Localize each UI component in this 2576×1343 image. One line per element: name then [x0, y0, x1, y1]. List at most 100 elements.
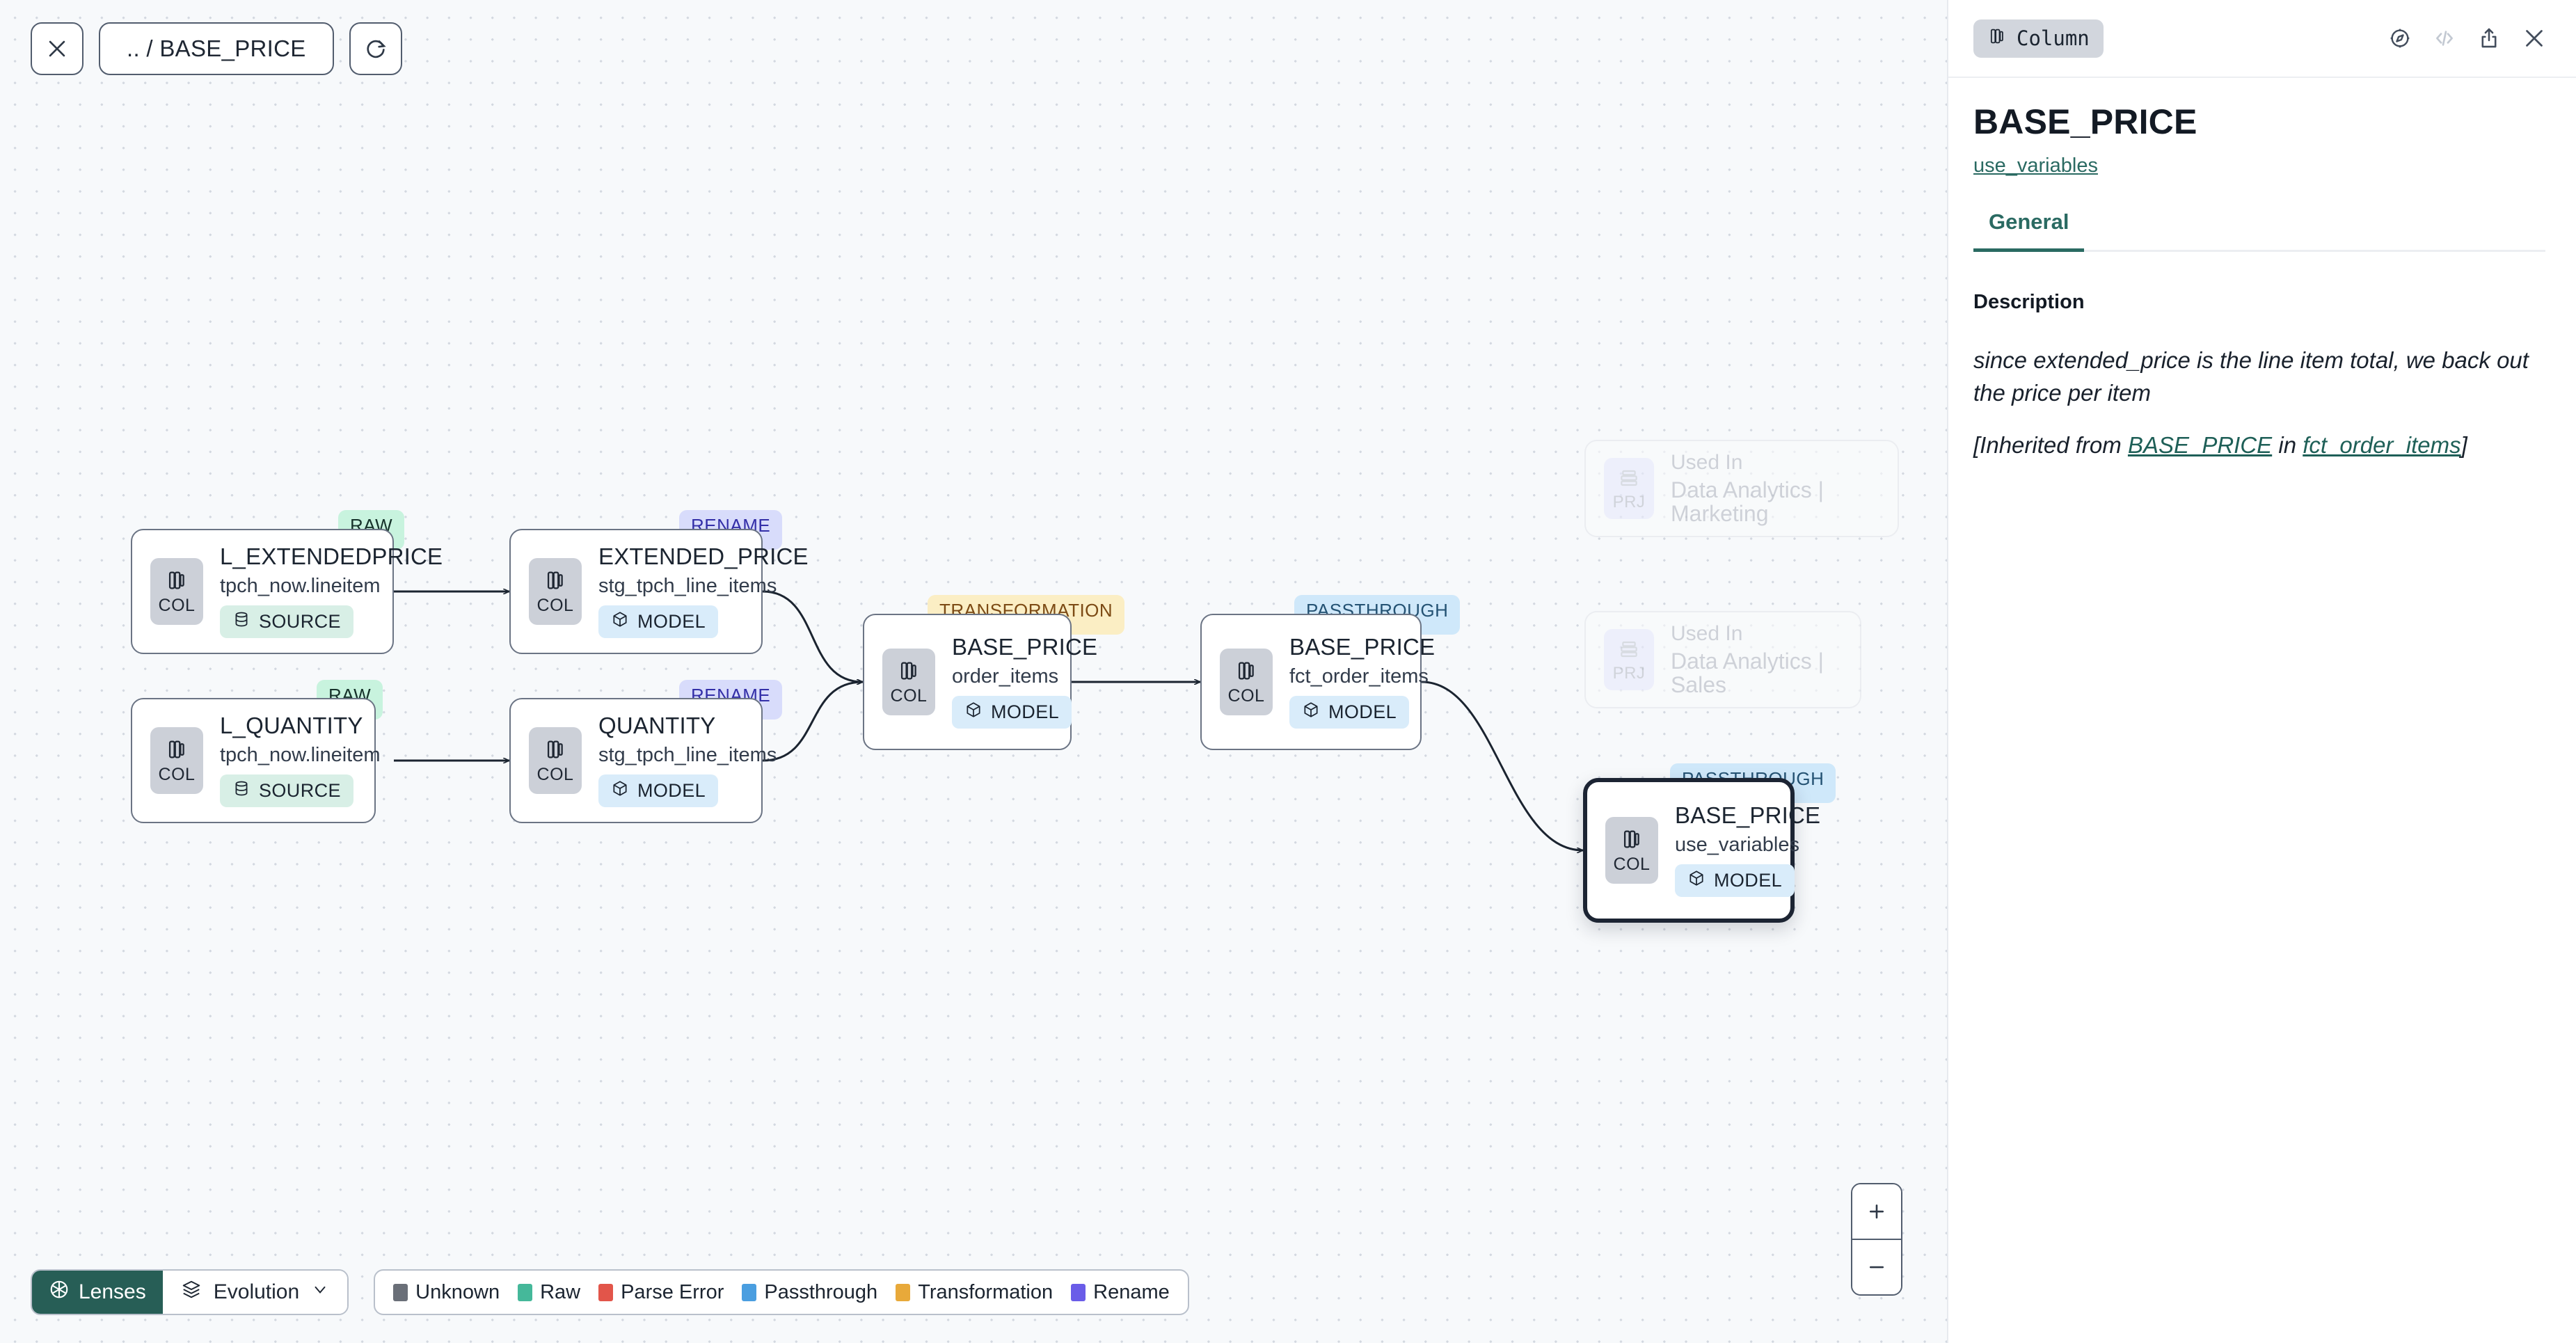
node-type-label: COL: [536, 595, 574, 615]
inherited-column-link[interactable]: BASE_PRICE: [2127, 431, 2273, 458]
entity-kind-chip: Column: [1973, 19, 2104, 58]
project-type-label: PRJ: [1612, 492, 1646, 511]
node-type-label: COL: [536, 764, 574, 784]
project-icon: [1618, 467, 1640, 493]
details-panel-header: Column: [1948, 0, 2576, 78]
lenses-button[interactable]: Lenses: [32, 1271, 163, 1314]
details-panel-body: BASE_PRICE use_variables General Descrip…: [1948, 78, 2576, 462]
share-icon[interactable]: [2477, 26, 2501, 50]
node-subtitle: stg_tpch_line_items: [598, 575, 777, 598]
node-materialization-badge: MODEL: [598, 774, 719, 807]
cube-icon: [611, 779, 629, 802]
node-type-label: COL: [890, 685, 928, 706]
legend-item-unknown: Unknown: [393, 1281, 500, 1304]
node-title: BASE_PRICE: [952, 634, 1098, 660]
graph-node-l-extendedprice[interactable]: COL L_EXTENDEDPRICE tpch_now.lineitem SO…: [131, 529, 443, 654]
node-title: L_QUANTITY: [220, 713, 363, 739]
legend-label: Transformation: [918, 1280, 1054, 1303]
column-icon: [1234, 659, 1258, 686]
graph-node-use-variables[interactable]: COL BASE_PRICE use_variables MODEL: [1583, 778, 1820, 923]
ghost-node-caption: Used In: [1671, 621, 1743, 645]
details-panel: Column: [1947, 0, 2576, 1343]
details-tabs: General: [1973, 209, 2545, 252]
compass-icon[interactable]: [2388, 26, 2412, 50]
node-type-chip: COL: [882, 648, 935, 715]
parent-model-link[interactable]: use_variables: [1973, 154, 2098, 177]
zoom-controls: [1851, 1182, 1902, 1296]
column-icon: [543, 738, 567, 765]
node-materialization-label: MODEL: [1328, 701, 1397, 722]
inherited-mid: in: [2272, 431, 2303, 458]
graph-node-l-quantity[interactable]: COL L_QUANTITY tpch_now.lineitem SOURCE: [131, 698, 381, 823]
node-title: QUANTITY: [598, 713, 716, 739]
divider: [1852, 1238, 1901, 1240]
project-type-chip: PRJ: [1604, 629, 1654, 690]
description-section-label: Description: [1973, 291, 2085, 313]
node-type-chip: COL: [150, 557, 203, 625]
graph-node-quantity[interactable]: COL QUANTITY stg_tpch_line_items MODEL: [509, 698, 777, 823]
cube-icon: [1302, 701, 1320, 724]
column-icon: [543, 569, 567, 596]
evolution-label: Evolution: [213, 1280, 300, 1303]
legend-label: Passthrough: [764, 1280, 878, 1303]
code-icon[interactable]: [2433, 26, 2456, 50]
node-title: BASE_PRICE: [1289, 634, 1436, 660]
refresh-icon: [364, 37, 388, 61]
description-body: since extended_price is the line item to…: [1973, 347, 2529, 406]
node-materialization-badge: SOURCE: [220, 605, 353, 638]
breadcrumb[interactable]: .. / BASE_PRICE: [99, 22, 334, 75]
ghost-node-title: Data Analytics | Marketing: [1671, 477, 1824, 526]
node-subtitle: tpch_now.lineitem: [220, 744, 381, 767]
node-materialization-badge: MODEL: [1675, 864, 1795, 897]
cube-icon: [964, 701, 983, 724]
details-panel-actions: [2388, 26, 2547, 51]
node-materialization-badge: SOURCE: [220, 774, 353, 807]
evolution-dropdown[interactable]: Evolution: [162, 1271, 348, 1314]
plus-icon: [1866, 1201, 1887, 1222]
node-materialization-label: SOURCE: [259, 779, 341, 801]
canvas-toolbar: .. / BASE_PRICE: [31, 22, 402, 75]
project-type-label: PRJ: [1612, 663, 1646, 683]
inherited-model-link[interactable]: fct_order_items: [2303, 431, 2461, 458]
zoom-in-button[interactable]: [1852, 1184, 1901, 1239]
node-type-chip: COL: [150, 726, 203, 794]
legend-item-parse-error: Parse Error: [598, 1281, 724, 1304]
description-text: since extended_price is the line item to…: [1973, 344, 2537, 462]
project-icon: [1618, 638, 1640, 664]
layers-icon: [181, 1279, 202, 1305]
node-subtitle: fct_order_items: [1289, 665, 1429, 688]
node-type-chip: COL: [529, 726, 582, 794]
node-materialization-label: SOURCE: [259, 610, 341, 632]
column-icon: [165, 569, 189, 596]
legend-swatch: [1071, 1283, 1086, 1301]
graph-node-fct-order-items[interactable]: COL BASE_PRICE fct_order_items MODEL: [1200, 614, 1435, 750]
graph-node-extended-price[interactable]: COL EXTENDED_PRICE stg_tpch_line_items M…: [509, 529, 809, 654]
node-type-label: COL: [1227, 685, 1265, 706]
node-type-chip: COL: [529, 557, 582, 625]
node-materialization-badge: MODEL: [598, 605, 719, 638]
zoom-out-button[interactable]: [1852, 1240, 1901, 1294]
lenses-label: Lenses: [79, 1280, 146, 1303]
refresh-button[interactable]: [349, 22, 402, 75]
legend-swatch: [393, 1283, 408, 1301]
lens-control-group: Lenses Evolution: [31, 1269, 349, 1315]
node-title: L_EXTENDEDPRICE: [220, 543, 443, 570]
node-subtitle: tpch_now.lineitem: [220, 575, 381, 598]
graph-node-used-in-marketing[interactable]: PRJ Used In Data Analytics | Marketing: [1584, 440, 1899, 537]
node-materialization-label: MODEL: [1714, 869, 1783, 891]
chevron-down-icon: [311, 1280, 329, 1304]
node-materialization-badge: MODEL: [1289, 695, 1410, 729]
close-graph-button[interactable]: [31, 22, 84, 75]
ghost-node-caption: Used In: [1671, 450, 1743, 474]
lineage-canvas[interactable]: .. / BASE_PRICE RAW RAW RENAME RENAME TR…: [0, 0, 1947, 1343]
legend-label: Unknown: [415, 1280, 500, 1303]
close-icon[interactable]: [2522, 26, 2547, 51]
node-materialization-label: MODEL: [637, 779, 706, 801]
database-icon: [232, 779, 251, 802]
column-icon: [1620, 827, 1644, 855]
graph-node-order-items[interactable]: COL BASE_PRICE order_items MODEL: [863, 614, 1097, 750]
graph-node-used-in-sales[interactable]: PRJ Used In Data Analytics | Sales: [1584, 611, 1861, 708]
aperture-icon: [49, 1279, 70, 1305]
legend-swatch: [896, 1283, 911, 1301]
tab-general[interactable]: General: [1973, 209, 2085, 252]
